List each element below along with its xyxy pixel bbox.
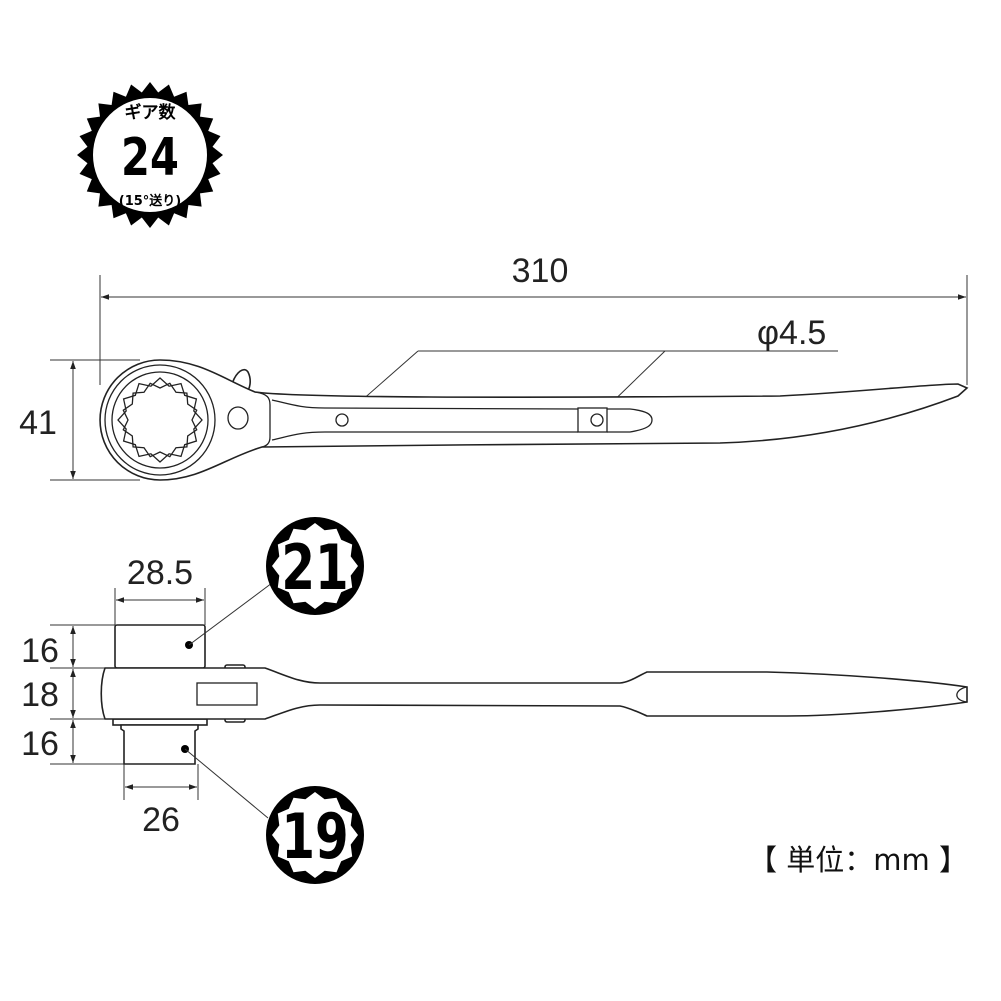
wrench-top-view [99, 359, 969, 481]
badge-title: ギア数 [125, 102, 177, 123]
size-badge-21: 21 [266, 517, 364, 615]
hole-label: φ4.5 [757, 314, 826, 352]
gear-count-badge: ギア数 24 (15°送り) [77, 82, 223, 228]
size-badge-19: 19 [266, 786, 364, 884]
unit-label: 【 単位：mm 】 [748, 843, 968, 877]
badge-note: (15°送り) [119, 193, 181, 209]
height-label: 41 [19, 404, 57, 442]
size-large-label: 21 [281, 532, 348, 604]
socket-bottom-width-label: 26 [142, 801, 180, 839]
length-dimension: 310 [99, 252, 968, 385]
size-small-label: 19 [281, 801, 348, 873]
socket-top-width-label: 28.5 [127, 554, 193, 592]
length-label: 310 [512, 252, 569, 290]
head-thickness-label: 18 [21, 676, 59, 714]
wrench-side-view [100, 582, 968, 819]
side-dimensions: 28.5 16 18 16 26 [21, 554, 206, 839]
twelve-point-socket-icon [272, 523, 358, 609]
socket-bottom-height-label: 16 [21, 725, 59, 763]
twelve-point-socket-icon [272, 792, 358, 878]
badge-value: 24 [121, 128, 179, 189]
socket-top-height-label: 16 [21, 632, 59, 670]
hole-dimension: φ4.5 [343, 314, 838, 417]
height-dimension: 41 [19, 359, 140, 481]
